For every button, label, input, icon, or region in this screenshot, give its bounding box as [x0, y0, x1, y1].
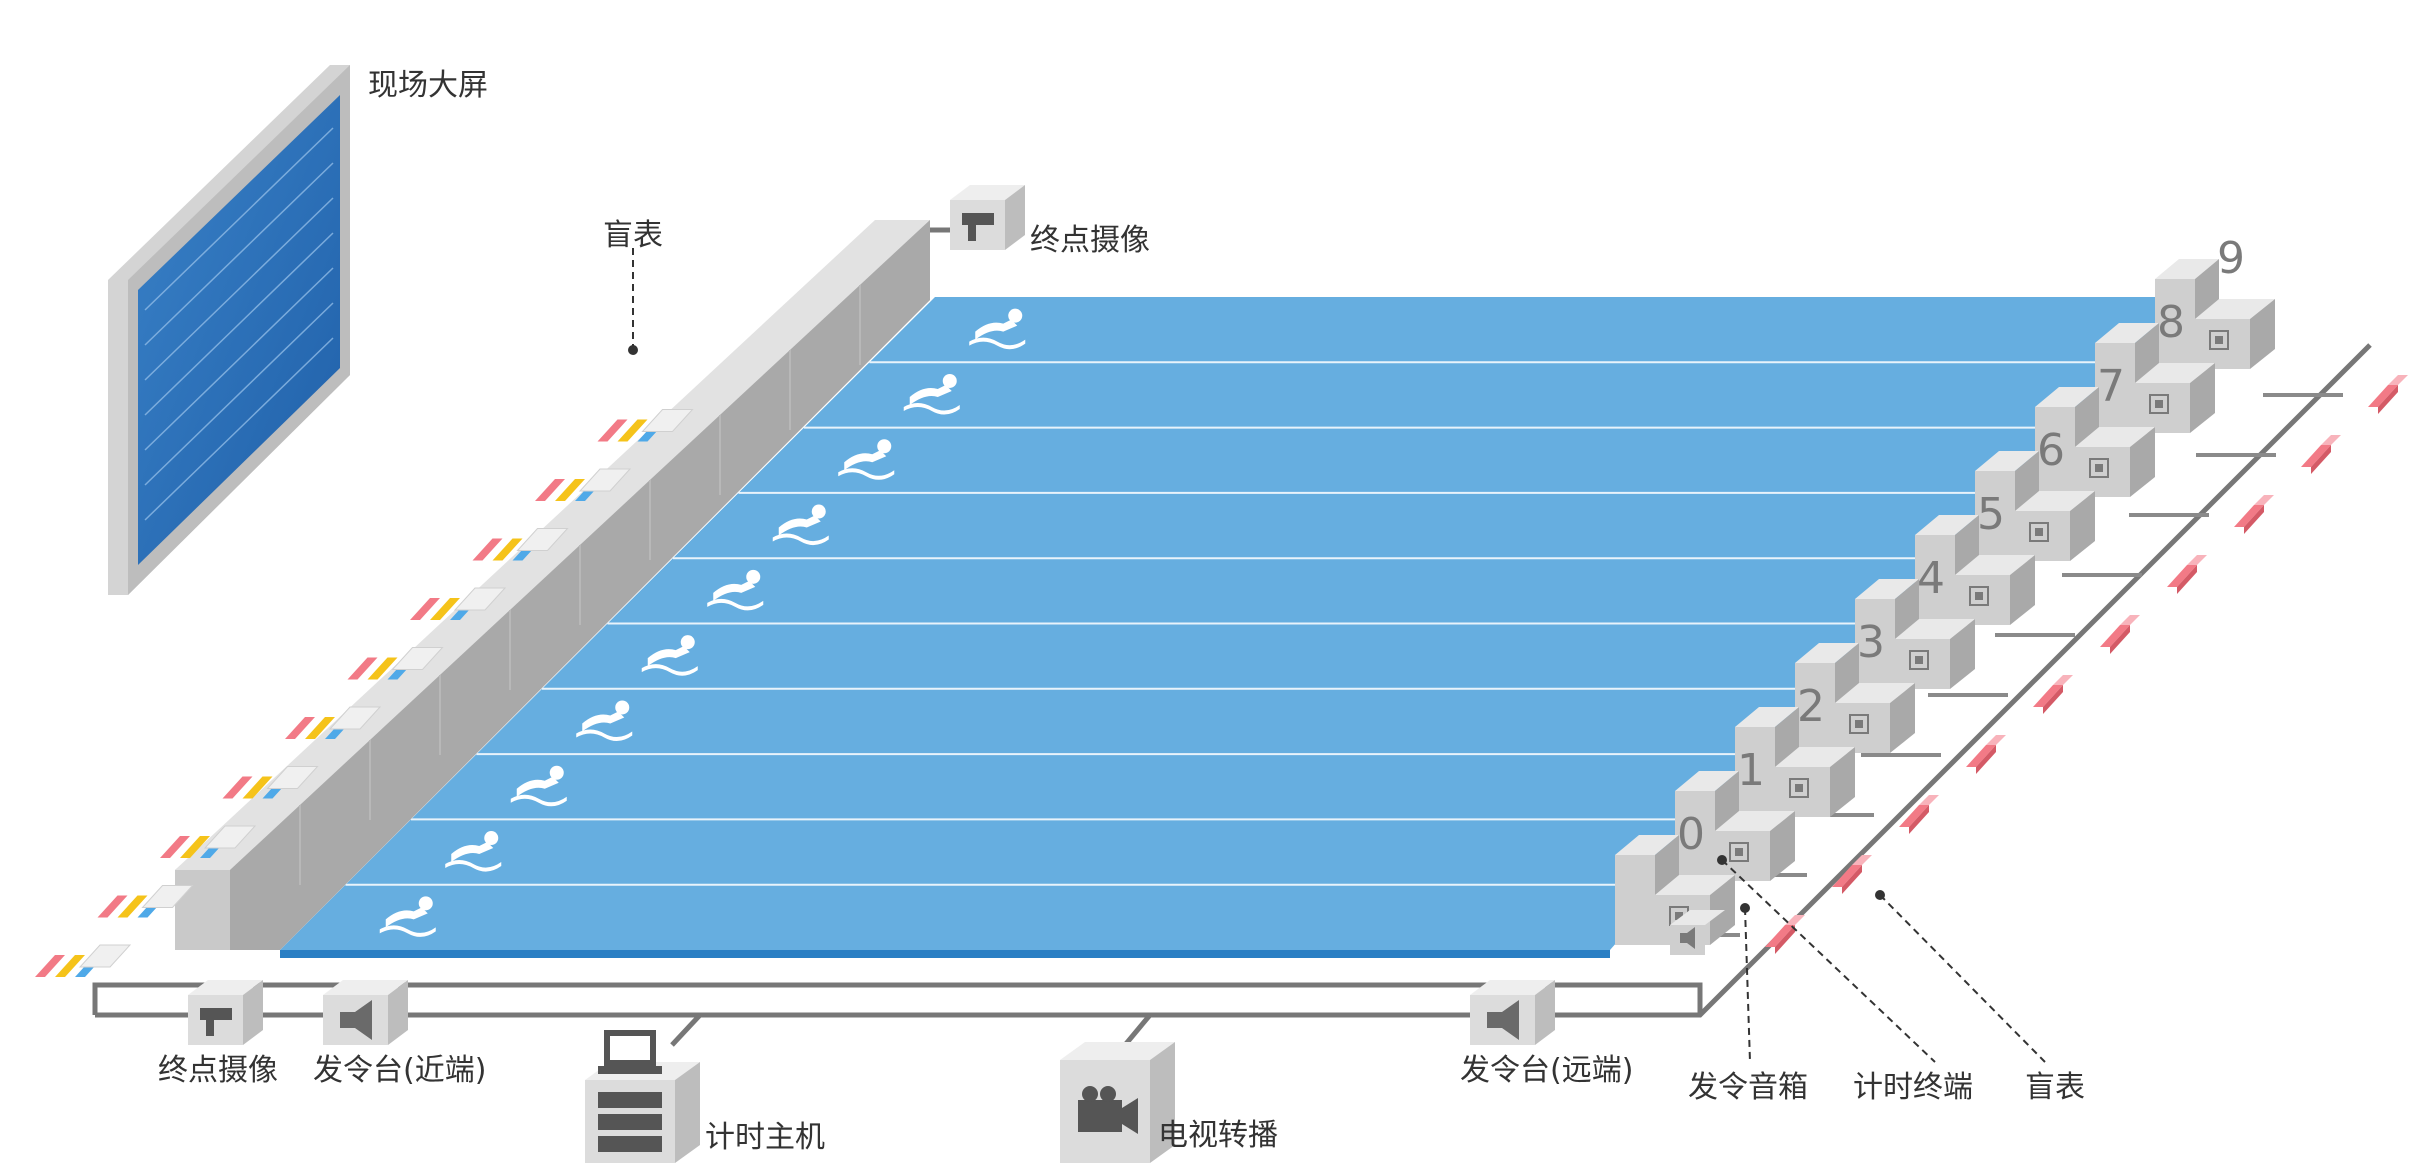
- lane-number: 9: [2217, 233, 2245, 284]
- timing-terminal-label: 计时终端: [1853, 1070, 1973, 1105]
- swimmer-icon: [379, 896, 436, 937]
- timing-host-label: 计时主机: [705, 1120, 825, 1155]
- lane-number: 7: [2097, 361, 2125, 412]
- swimmer-icon: [772, 504, 829, 546]
- lane-number: 6: [2037, 425, 2065, 476]
- lane-number: 8: [2157, 297, 2185, 348]
- big-screen-label: 现场大屏: [368, 68, 488, 103]
- blind-watch-marker: [1899, 795, 1939, 834]
- tv-broadcast-label: 电视转播: [1158, 1118, 1278, 1153]
- speaker-icon: [1670, 910, 1725, 955]
- chip-icon: [1969, 586, 1989, 606]
- swimmer-icon: [510, 765, 567, 807]
- start-block: 7: [2035, 361, 2155, 497]
- swimmer-icon: [707, 569, 764, 611]
- touch-pad-strip: [347, 647, 444, 680]
- start-block: 9: [2155, 233, 2275, 369]
- swimmer-icon: [838, 439, 895, 480]
- start-platform-near-label: 发令台(近端): [313, 1053, 486, 1088]
- touch-pad-strip: [97, 885, 194, 918]
- leader-lines: [632, 248, 2046, 1063]
- start-block: 3: [1795, 617, 1915, 753]
- big-screen: [108, 65, 350, 595]
- blind-watch-marker: [2033, 675, 2073, 714]
- blind-watch-marker: [2100, 615, 2140, 654]
- chip-icon: [1729, 842, 1749, 862]
- blind-watch-markers: [1765, 375, 2408, 954]
- camera-icon: [950, 185, 1025, 250]
- swimmer-icon: [641, 635, 698, 676]
- cable-network: [92, 227, 2372, 1047]
- blind-watch-marker: [2301, 435, 2341, 474]
- start-block: 5: [1915, 489, 2035, 625]
- blind-watch-marker: [1832, 855, 1872, 894]
- lane-number: 0: [1677, 809, 1705, 860]
- touch-pad-strip: [222, 766, 319, 799]
- touch-pad-strip: [285, 706, 382, 739]
- swimmer-icon: [903, 373, 960, 415]
- chip-icon: [1789, 778, 1809, 798]
- start-speaker-label: 发令音箱: [1688, 1070, 1808, 1105]
- blind-watch-marker: [2167, 555, 2207, 594]
- leader-dots: [628, 345, 1885, 913]
- start-block: 6: [1975, 425, 2095, 561]
- camera-icon: [188, 980, 263, 1045]
- touch-pad-strip: [160, 825, 257, 858]
- chip-icon: [2209, 330, 2229, 350]
- blind-watch-label: 盲表: [2025, 1070, 2085, 1105]
- blind-watch-marker: [1765, 915, 1805, 954]
- touch-pad-strip: [597, 409, 694, 442]
- lane-number: 2: [1797, 681, 1825, 732]
- blind-watch-marker: [2234, 495, 2274, 534]
- blind-watch-marker: [1966, 735, 2006, 774]
- finish-camera-label: 终点摄像: [1030, 223, 1150, 258]
- video-camera-icon: [1060, 1042, 1175, 1163]
- chip-icon: [1849, 714, 1869, 734]
- computer-icon: [585, 1030, 700, 1163]
- blind-watch-label: 盲表: [603, 218, 663, 253]
- lane-number: 4: [1917, 553, 1945, 604]
- chip-icon: [2149, 394, 2169, 414]
- touch-pad-strip: [535, 468, 632, 501]
- start-block: 8: [2095, 297, 2215, 433]
- start-platform-far-label: 发令台(远端): [1460, 1053, 1633, 1088]
- swimmer-icon: [576, 700, 633, 742]
- start-block: 2: [1735, 681, 1855, 817]
- blind-watch-marker: [2368, 375, 2408, 414]
- speaker-icon: [323, 980, 408, 1045]
- touch-pad-strips: [35, 409, 694, 977]
- start-block: 1: [1675, 745, 1795, 881]
- lane-number: 1: [1737, 745, 1765, 796]
- chip-icon: [1909, 650, 1929, 670]
- chip-icon: [2029, 522, 2049, 542]
- chip-icon: [2089, 458, 2109, 478]
- swimmer-icon: [445, 831, 502, 872]
- touch-pad-strip: [472, 528, 569, 561]
- touch-pad-strip: [35, 944, 132, 977]
- swimmer-icon: [969, 308, 1026, 350]
- finish-camera-label: 终点摄像: [158, 1053, 278, 1088]
- speaker-icon: [1470, 980, 1555, 1045]
- lane-number: 5: [1977, 489, 2005, 540]
- touch-pad-strip: [410, 587, 507, 620]
- lane-number: 3: [1857, 617, 1885, 668]
- start-block: 4: [1855, 553, 1975, 689]
